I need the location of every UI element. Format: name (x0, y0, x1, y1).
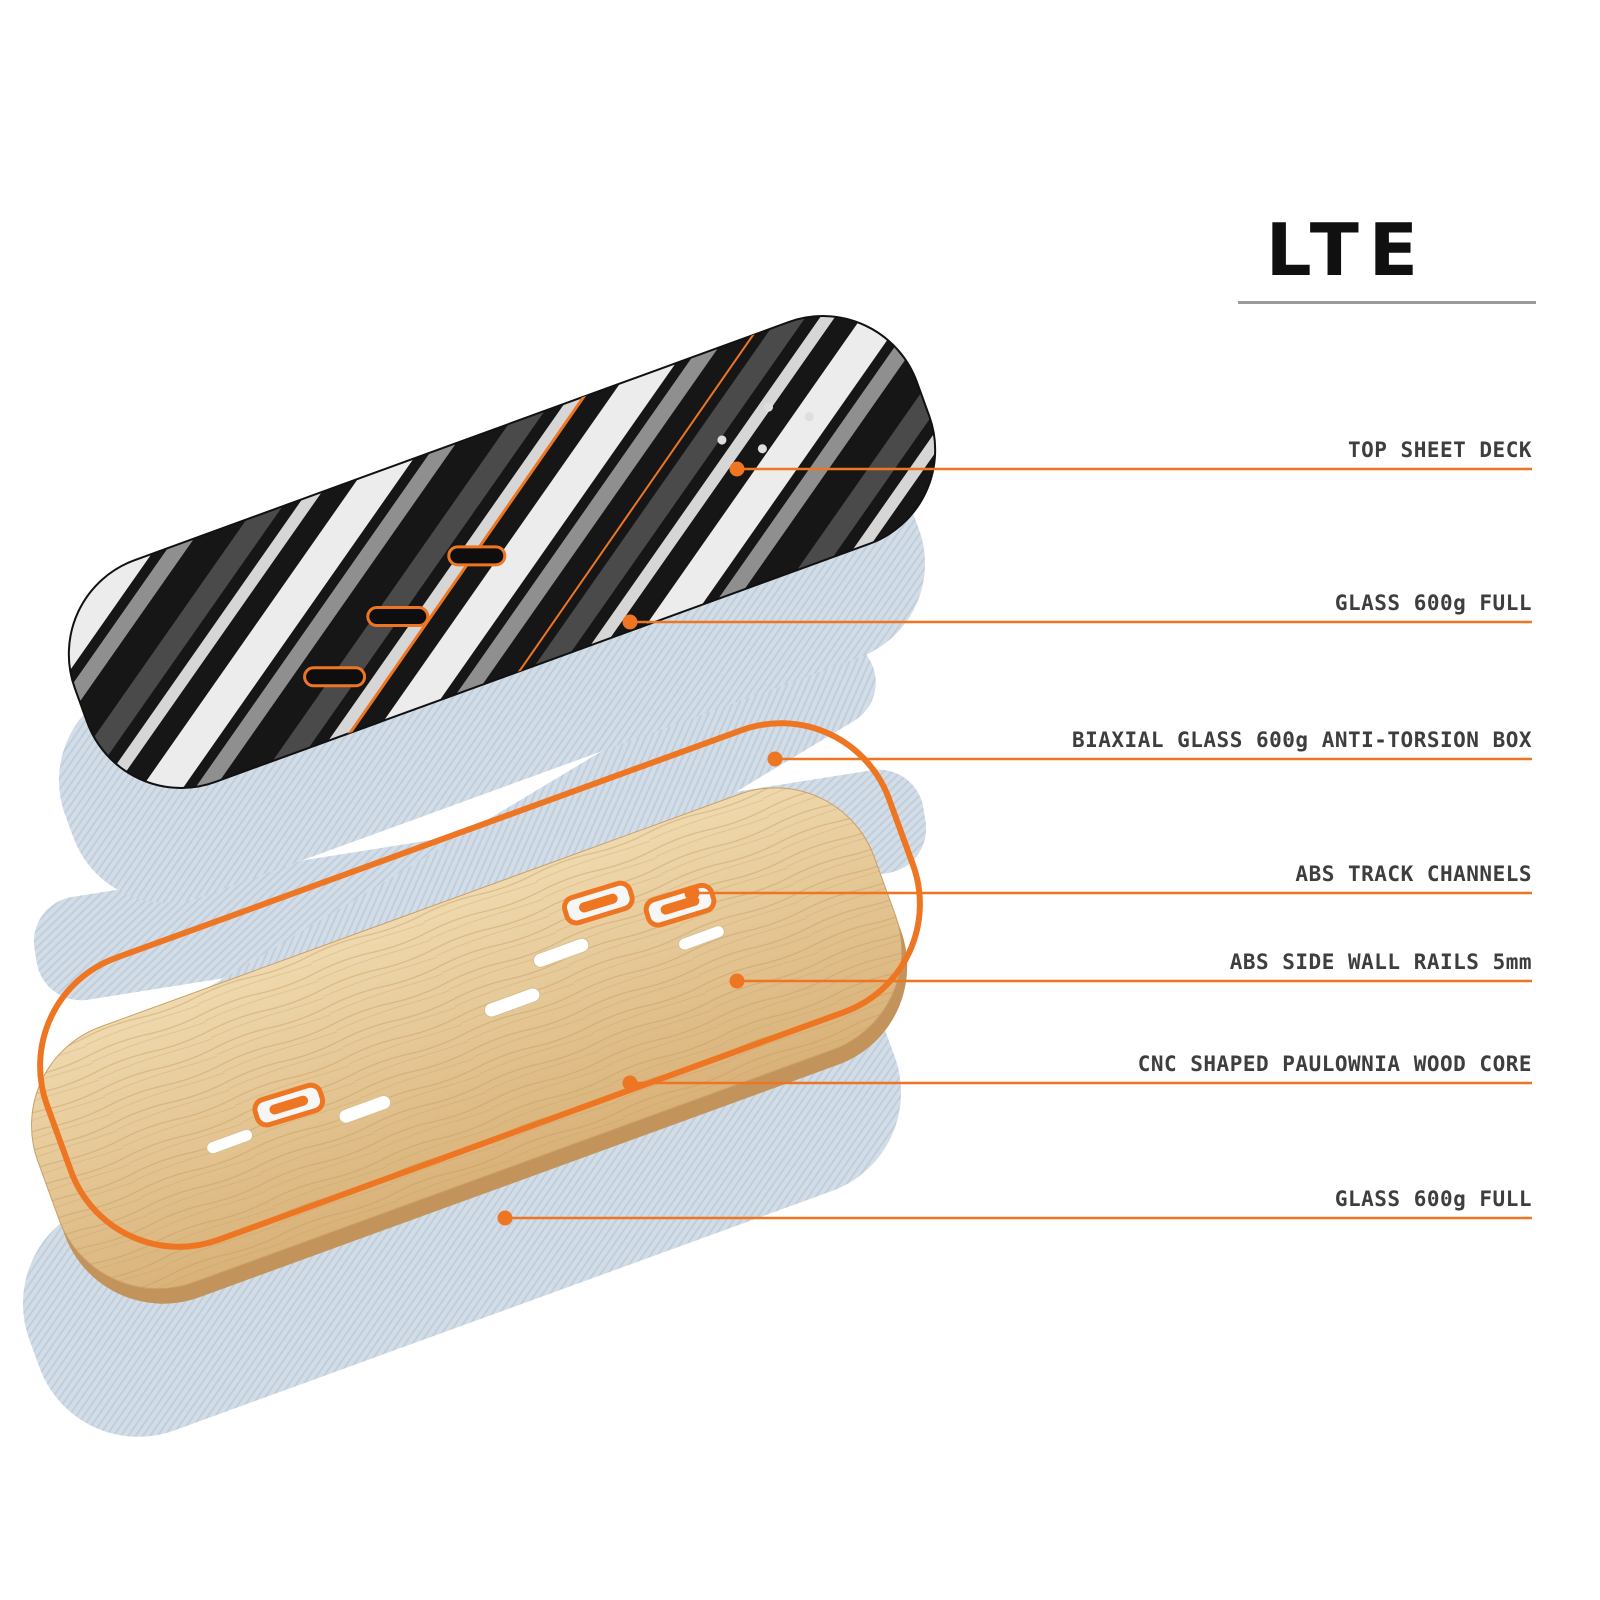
callout-glass-600g-top: GLASS 600g FULL (1334, 591, 1532, 615)
layer-abs-rail-outline (37, 720, 923, 1250)
deck-insert-holes (717, 402, 814, 454)
title-underline (1238, 301, 1536, 304)
callout-abs-side-wall-rails: ABS SIDE WALL RAILS 5mm (1229, 950, 1532, 974)
layer-wood-core (31, 787, 908, 1304)
page-title: LTE (1265, 208, 1428, 292)
leader-dot (684, 885, 700, 901)
callout-top-sheet-deck: TOP SHEET DECK (1347, 438, 1532, 462)
leader-dots (497, 461, 783, 1226)
abs-track-channel (562, 880, 635, 926)
callout-abs-track-channels: ABS TRACK CHANNELS (1295, 862, 1532, 886)
leader-dot (622, 614, 638, 630)
leader-dot (767, 751, 783, 767)
abs-track-channel (252, 1082, 326, 1128)
core-slots (206, 925, 725, 1155)
callout-biaxial-glass-box: BIAXIAL GLASS 600g ANTI-TORSION BOX (1071, 728, 1532, 752)
deck-graphics (303, 324, 814, 743)
leader-lines (505, 467, 1532, 1220)
leader-dot (622, 1075, 638, 1091)
leader-dot (729, 461, 745, 477)
leader-dot (729, 973, 745, 989)
layer-top-sheet-deck (67, 315, 937, 789)
callout-glass-600g-bottom: GLASS 600g FULL (1334, 1187, 1532, 1211)
callout-paulownia-wood-core: CNC SHAPED PAULOWNIA WOOD CORE (1137, 1052, 1532, 1076)
leader-dot (497, 1210, 513, 1226)
